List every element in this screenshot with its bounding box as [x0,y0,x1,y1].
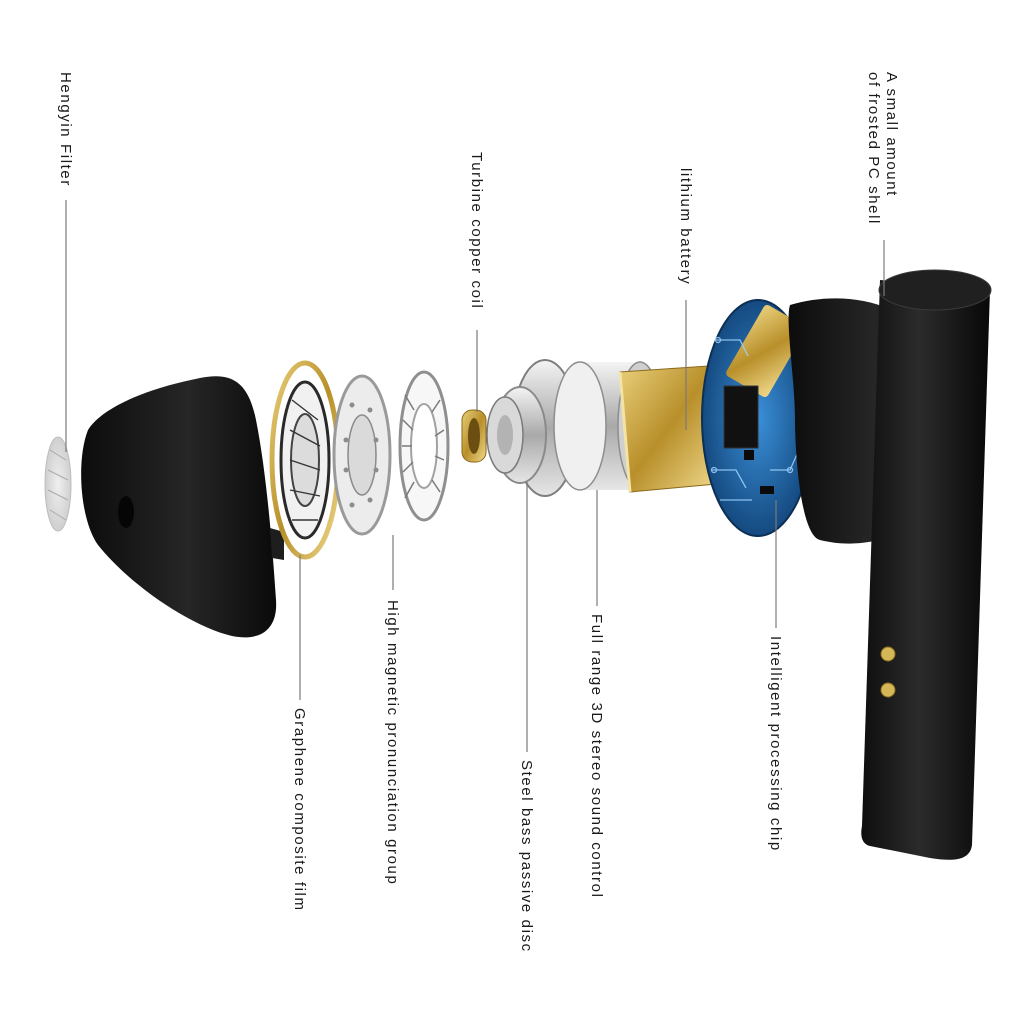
hengyin-filter-disc [44,436,72,532]
leader-lines [65,200,885,752]
label-pc-shell-line2: of frosted PC shell [865,72,882,225]
spoke-ring [398,370,450,522]
magnetic-group-plate [332,374,392,536]
turbine-copper-coil [461,409,487,463]
label-turbine-copper-coil: Turbine copper coil [468,152,485,310]
front-shell [81,376,284,638]
earbud-main-housing [788,269,992,860]
label-processing-chip: Intelligent processing chip [767,636,784,852]
label-pc-shell: A small amount of frosted PC shell [864,72,900,242]
lithium-battery [618,365,717,493]
label-lithium-battery: lithium battery [677,168,694,286]
label-magnetic-group: High magnetic pronunciation group [384,600,401,886]
label-hengyin-filter: Hengyin Filter [57,72,74,187]
label-steel-bass-disc: Steel bass passive disc [518,760,535,953]
label-graphene-film: Graphene composite film [291,708,308,912]
intelligent-processing-chip-pcb [701,299,815,537]
label-stereo-sound-control: Full range 3D stereo sound control [588,614,605,899]
label-pc-shell-line1: A small amount [883,72,900,197]
graphene-composite-film [269,360,341,560]
